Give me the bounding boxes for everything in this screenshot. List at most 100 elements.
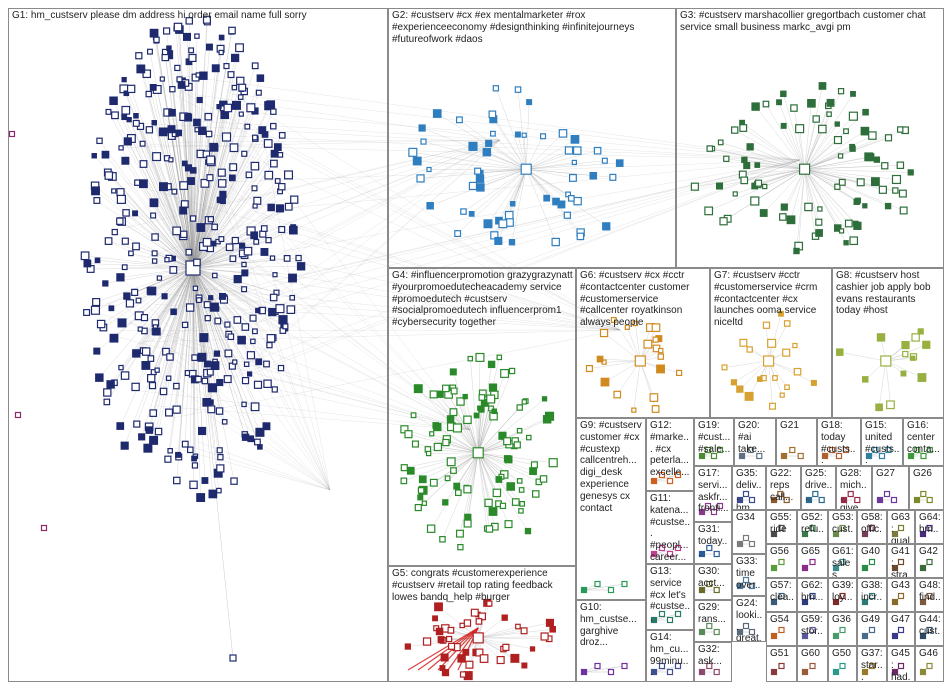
group-box-g7: G7: #custserv #cctr #customerservice #cr… [710, 268, 832, 418]
group-box-g5: G5: congrats #customerexperience #custse… [388, 566, 576, 682]
group-box-g24: G24: looki... great... [732, 596, 766, 642]
group-label-g34: G34 [736, 512, 763, 524]
group-label-g10: G10: hm_custse... garghive droz... [580, 602, 643, 649]
group-label-g47: G47 [891, 614, 912, 626]
group-box-g18: G18: today #custs... [817, 418, 861, 466]
group-label-g26: G26 [913, 468, 941, 480]
group-label-g57: G57: clea... [770, 580, 794, 612]
group-label-g39: G39: loy... [832, 580, 854, 604]
group-label-g4: G4: #influencerpromotion grazygrazynatt … [392, 270, 573, 329]
group-label-g32: G32: ask... [698, 644, 729, 668]
group-label-g62: G62: hm... [801, 580, 825, 604]
group-label-g19: G19: #cust... #sale... [698, 420, 731, 455]
group-box-g60: G60 [797, 646, 828, 682]
group-label-g55: G55: ride [770, 512, 794, 536]
group-box-g29: G29: rans... [694, 600, 732, 642]
group-box-g39: G39: loy... [828, 578, 857, 612]
group-label-g53: G53: cust... [832, 512, 854, 544]
group-box-g48: G48: find... [915, 578, 944, 612]
group-box-g58: G58: offic... [857, 510, 887, 544]
group-box-g35: G35: deliv... hm_... [732, 466, 766, 510]
group-label-g42: G42 [919, 546, 941, 558]
group-label-g35: G35: deliv... hm_... [736, 468, 763, 510]
group-box-g2: G2: #custserv #cx #ex mentalmarketer #ro… [388, 8, 676, 268]
group-box-g34: G34 [732, 510, 766, 554]
group-box-g31: G31: today... [694, 522, 732, 564]
group-box-g45: G45: had... [887, 646, 915, 682]
group-label-g59: G59: stor... [801, 614, 825, 646]
group-box-g40: G40 [857, 544, 887, 578]
group-box-g15: G15: united #custs... [861, 418, 903, 466]
group-label-g28: G28: mich... give... [840, 468, 869, 510]
group-box-g4: G4: #influencerpromotion grazygrazynatt … [388, 268, 576, 566]
group-box-g44: G44: cust... [915, 612, 944, 646]
group-box-g57: G57: clea... [766, 578, 797, 612]
group-label-g13: G13: service #cx let's #custse... [650, 566, 691, 625]
group-box-g1: G1: hm_custserv please dm address hi ord… [8, 8, 388, 682]
group-box-g11: G11: katena... #custse... #peopl... care… [646, 491, 694, 564]
group-label-g63: G63: qual... [891, 512, 912, 544]
group-label-g43: G43 [891, 580, 912, 592]
group-label-g5: G5: congrats #customerexperience #custse… [392, 568, 573, 603]
group-label-g44: G44: cust... [919, 614, 941, 646]
group-label-g6: G6: #custserv #cx #cctr #contactcenter c… [580, 270, 707, 329]
group-box-g10: G10: hm_custse... garghive droz... [576, 600, 646, 682]
group-box-g28: G28: mich... give... [836, 466, 872, 510]
group-label-g25: G25: drive... [805, 468, 833, 503]
group-label-g33: G33: time over... [736, 556, 763, 596]
group-box-g42: G42 [915, 544, 944, 578]
group-box-g12: G12: #marke... #cx peterla... excelle... [646, 418, 694, 491]
group-label-g37: G37: star... [861, 648, 884, 682]
group-box-g3: G3: #custserv marshacollier gregortbach … [676, 8, 944, 268]
group-box-g16: G16: center conta... [903, 418, 944, 466]
group-box-g26: G26 [909, 466, 944, 510]
group-box-g49: G49 [857, 612, 887, 646]
group-label-g12: G12: #marke... #cx peterla... excelle... [650, 420, 691, 479]
group-box-g36: G36 [828, 612, 857, 646]
group-box-g54: G54 [766, 612, 797, 646]
group-label-g7: G7: #custserv #cctr #customerservice #cr… [714, 270, 829, 329]
group-box-g50: G50 [828, 646, 857, 682]
group-label-g9: G9: #custserv customer #cx #custexp call… [580, 420, 643, 514]
group-label-g36: G36 [832, 614, 854, 626]
group-box-g65: G65 [797, 544, 828, 578]
group-label-g22: G22: reps call... [770, 468, 798, 503]
group-label-g54: G54 [770, 614, 794, 626]
group-box-g20: G20: #ai take... [734, 418, 776, 466]
group-label-g1: G1: hm_custserv please dm address hi ord… [12, 10, 385, 22]
group-label-g65: G65 [801, 546, 825, 558]
group-label-g30: G30: acct... [698, 566, 729, 590]
group-box-g41: G41: stra... [887, 544, 915, 578]
group-box-g52: G52: refu... [797, 510, 828, 544]
group-label-g29: G29: rans... [698, 602, 729, 626]
group-box-g13: G13: service #cx let's #custse... [646, 564, 694, 630]
group-label-g56: G56 [770, 546, 794, 558]
group-label-g16: G16: center conta... [907, 420, 941, 455]
group-box-g53: G53: cust... [828, 510, 857, 544]
group-label-g14: G14: hm_cu... 99minu... [650, 632, 691, 679]
group-box-g55: G55: ride [766, 510, 797, 544]
group-label-g15: G15: united #custs... [865, 420, 900, 466]
group-label-g8: G8: #custserv host cashier job apply bob… [836, 270, 941, 317]
group-label-g27: G27 [876, 468, 906, 480]
group-box-g6: G6: #custserv #cx #cctr #contactcenter c… [576, 268, 710, 418]
group-label-g24: G24: looki... great... [736, 598, 763, 642]
group-label-g18: G18: today #custs... [821, 420, 858, 466]
group-label-g46: G46 [919, 648, 941, 660]
group-box-g61: G61: sales [828, 544, 857, 578]
group-box-g37: G37: star... [857, 646, 887, 682]
group-label-g49: G49 [861, 614, 884, 626]
group-box-g30: G30: acct... [694, 564, 732, 600]
group-box-g14: G14: hm_cu... 99minu... [646, 630, 694, 682]
group-box-g43: G43 [887, 578, 915, 612]
group-label-g31: G31: today... [698, 524, 729, 559]
group-label-g50: G50 [832, 648, 854, 660]
group-box-g33: G33: time over... [732, 554, 766, 596]
group-box-g59: G59: stor... [797, 612, 828, 646]
group-box-g21: G21 [776, 418, 817, 466]
group-label-g11: G11: katena... #custse... #peopl... care… [650, 493, 691, 564]
group-label-g3: G3: #custserv marshacollier gregortbach … [680, 10, 941, 34]
group-box-g38: G38: incr... [857, 578, 887, 612]
group-label-g20: G20: #ai take... [738, 420, 773, 455]
group-box-g46: G46 [915, 646, 944, 682]
